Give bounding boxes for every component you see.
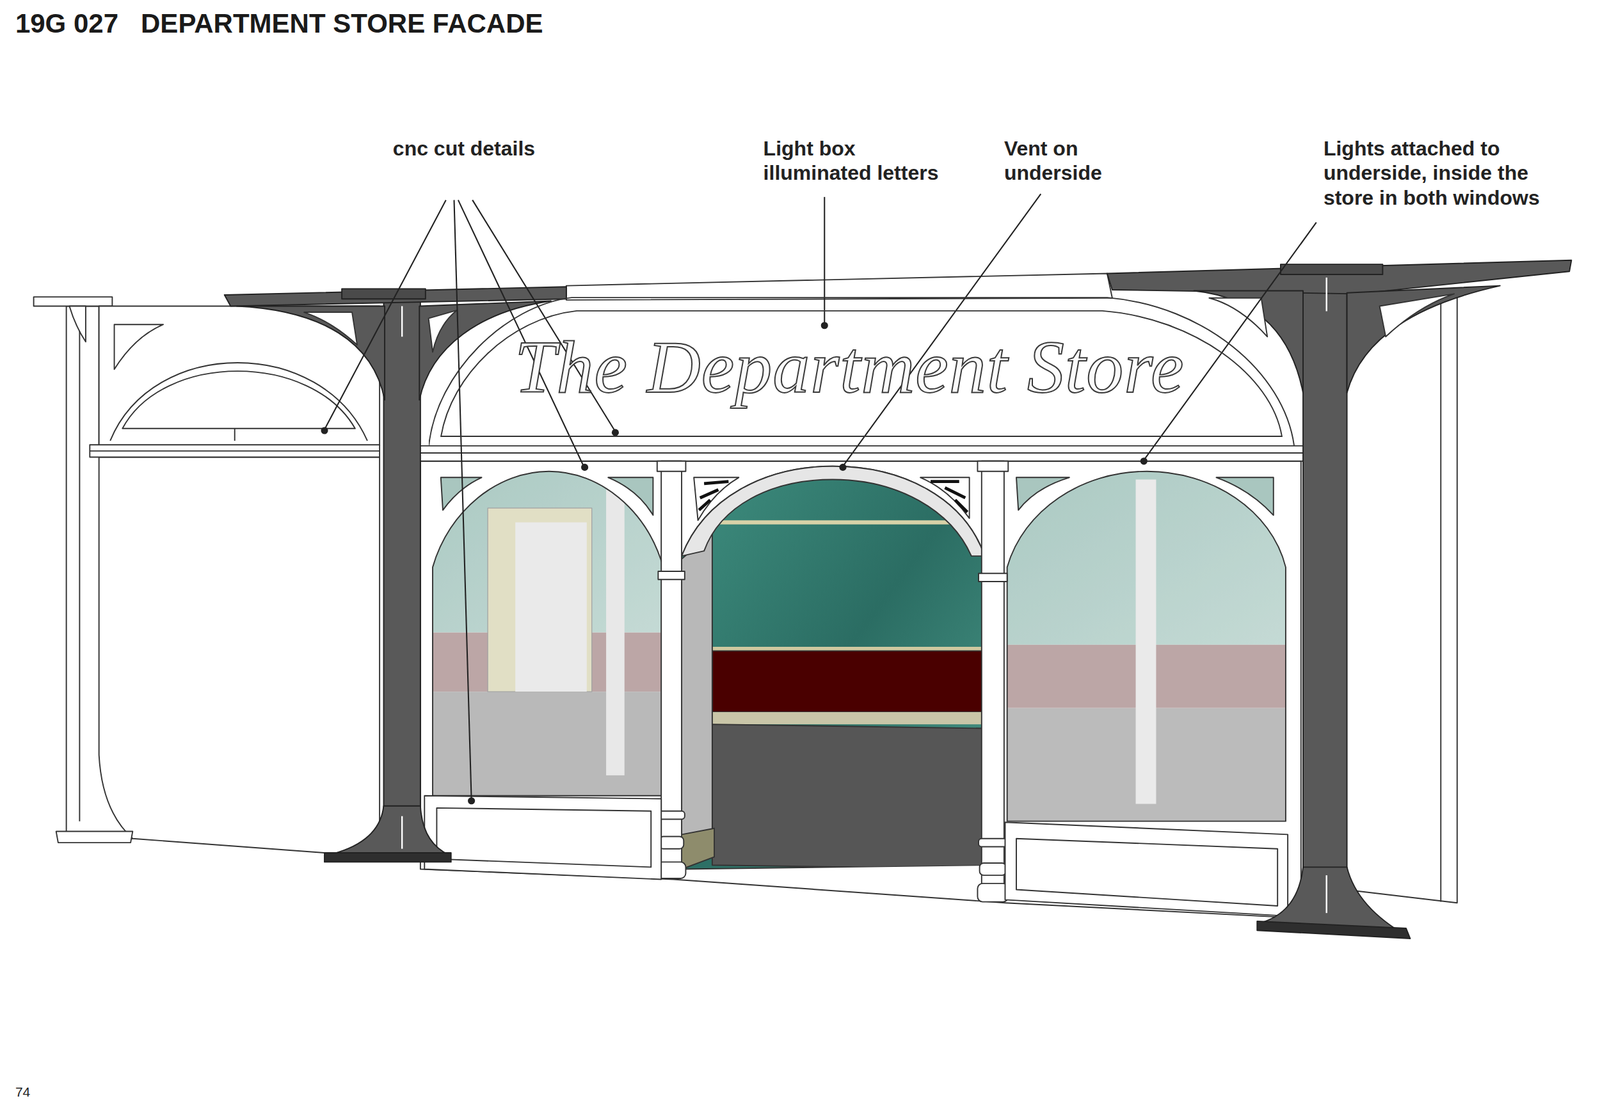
slot-line (1326, 277, 1328, 312)
cnc-cutout (428, 310, 458, 352)
riser-panel (436, 808, 651, 868)
dark-bracket (1347, 286, 1501, 393)
stall-riser (1004, 822, 1288, 917)
ledge-line (406, 452, 1309, 454)
leader-dot (467, 797, 475, 805)
vent-cutout (920, 477, 970, 519)
callout-label: Lights attached to underside, inside the… (1323, 136, 1545, 210)
cnc-cutout (1016, 477, 1070, 511)
column-ring (978, 839, 1008, 848)
dark-column (1303, 275, 1348, 901)
left-ledge (89, 444, 380, 457)
glass (1007, 467, 1286, 825)
page-number: 74 (15, 1084, 67, 1101)
column-base (977, 883, 1008, 903)
leader-dot (320, 426, 328, 434)
stall-riser (424, 796, 662, 880)
leader-dot (1140, 457, 1148, 465)
cnc-cutout (304, 312, 358, 345)
vent-slats (698, 481, 729, 511)
wall-line (1440, 298, 1442, 903)
leader-line (823, 197, 825, 325)
page-title: 19G 027 DEPARTMENT STORE FACADE (15, 7, 544, 40)
interior-rail (712, 712, 985, 725)
interior-rail (712, 647, 985, 651)
cornice-bracket (69, 305, 86, 342)
column-ring (979, 863, 1007, 876)
left-arch-inner (122, 371, 356, 429)
post-foot (56, 832, 134, 844)
base-plate (1256, 921, 1410, 939)
leader-line (454, 200, 472, 801)
dark-column (383, 302, 420, 835)
right-wall (1344, 296, 1457, 904)
slender-column (661, 461, 682, 870)
door-reveal (681, 532, 713, 870)
column-foot (328, 806, 449, 856)
callout-label: Light box illuminated letters (763, 136, 956, 186)
left-wall (96, 456, 380, 857)
doorway (681, 466, 985, 870)
sign-edge (428, 298, 1295, 447)
callout-label: cnc cut details (392, 136, 566, 161)
column-capital (657, 461, 687, 472)
column-ring (978, 573, 1008, 582)
riser-panel (1016, 839, 1278, 907)
cnc-cutout (1216, 477, 1274, 516)
leader-dot (611, 429, 619, 437)
interior-rail (681, 520, 985, 525)
dark-bracket (236, 305, 385, 400)
sign-inner-edge (440, 311, 1282, 437)
slot-line (1326, 875, 1328, 914)
cornice-cap (33, 296, 113, 306)
cnc-cutout (114, 324, 164, 370)
dark-beam (1107, 260, 1572, 295)
storefront-frame (420, 461, 1302, 919)
cnc-cutout (1379, 293, 1455, 337)
lightbox-roof (566, 273, 1113, 300)
fascia-ledge (406, 446, 1309, 462)
leader-dot (821, 321, 829, 329)
door-arch (681, 466, 985, 557)
sign-lettering: The Department Store (514, 330, 1185, 405)
lightbox-fill (428, 298, 1295, 447)
lightbox-sign: The Department Store (428, 285, 1296, 449)
leader-dot (839, 464, 847, 472)
slot-line (401, 305, 403, 337)
callout-label: Vent on underside (1004, 136, 1133, 186)
interior-floor (712, 724, 985, 870)
left-panel (99, 305, 380, 446)
column-capital (977, 461, 1008, 472)
base-plate (324, 853, 452, 863)
dark-bracket (1193, 291, 1304, 393)
door-threshold (681, 828, 715, 870)
cnc-cutout (440, 477, 482, 511)
arch-joint (234, 428, 236, 441)
leader-dot (581, 464, 589, 472)
column-ring (657, 571, 685, 580)
leader-line (324, 200, 447, 431)
slender-column (981, 461, 1005, 891)
column-ring (657, 811, 685, 820)
post-line (78, 305, 80, 822)
vent-slats (930, 481, 968, 513)
slot-line (401, 816, 403, 850)
interior-counter (712, 650, 985, 713)
ledge-line (89, 450, 380, 452)
left-arch (110, 362, 368, 441)
cnc-cutout (608, 477, 653, 516)
column-ring (659, 837, 684, 850)
column-cap (1280, 264, 1383, 275)
right-window (1007, 471, 1286, 822)
column-cap (341, 288, 426, 299)
vent-cutout (693, 477, 739, 521)
